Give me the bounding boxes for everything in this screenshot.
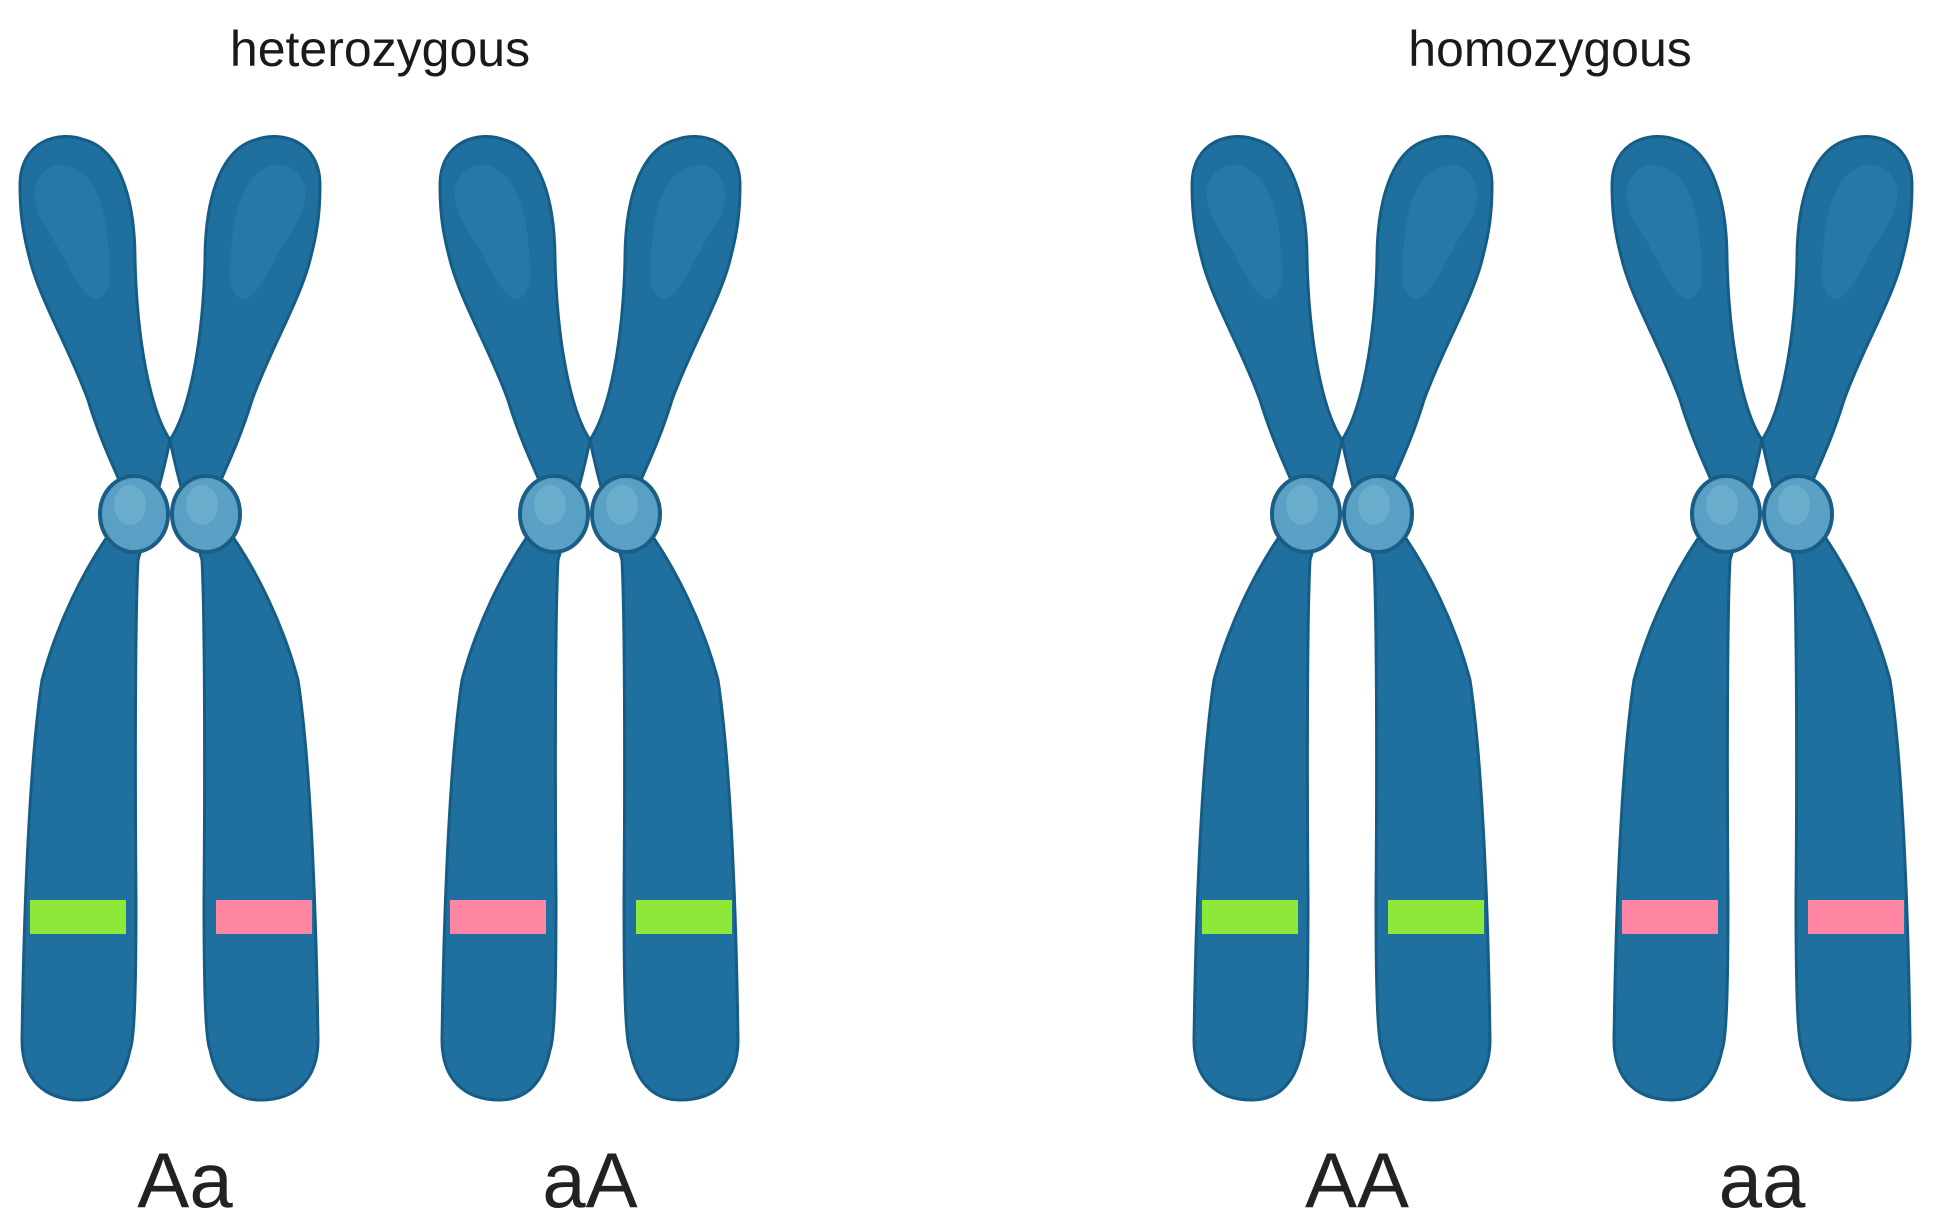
- allele-band-right-dominant: [636, 900, 732, 934]
- centromere-shine: [1286, 485, 1318, 525]
- allele-band-left-recessive: [1622, 900, 1718, 934]
- centromere-shine: [606, 485, 638, 525]
- chromosome-2: [438, 134, 742, 1102]
- allele-band-right-recessive: [1808, 900, 1904, 934]
- allele-band-left-recessive: [450, 900, 546, 934]
- centromere-shine: [1706, 485, 1738, 525]
- genotype-label-aa-hom: AA: [1304, 1136, 1410, 1224]
- genotype-label-aa-het: Aa: [137, 1136, 233, 1224]
- allele-band-left-dominant: [1202, 900, 1298, 934]
- chromosome-3: [1190, 134, 1494, 1102]
- chromosome-1: [18, 134, 322, 1102]
- genotype-label-aa-het-2: aA: [542, 1136, 638, 1224]
- homozygous-title: homozygous: [1408, 21, 1692, 77]
- centromere-shine: [114, 485, 146, 525]
- centromere-shine: [1358, 485, 1390, 525]
- allele-band-right-recessive: [216, 900, 312, 934]
- centromere-shine: [1778, 485, 1810, 525]
- centromere-shine: [534, 485, 566, 525]
- chromosome-4: [1610, 134, 1914, 1102]
- allele-band-left-dominant: [30, 900, 126, 934]
- allele-band-right-dominant: [1388, 900, 1484, 934]
- centromere-shine: [186, 485, 218, 525]
- heterozygous-title: heterozygous: [229, 21, 531, 77]
- genotype-label-aa-hom-2: aa: [1718, 1136, 1806, 1224]
